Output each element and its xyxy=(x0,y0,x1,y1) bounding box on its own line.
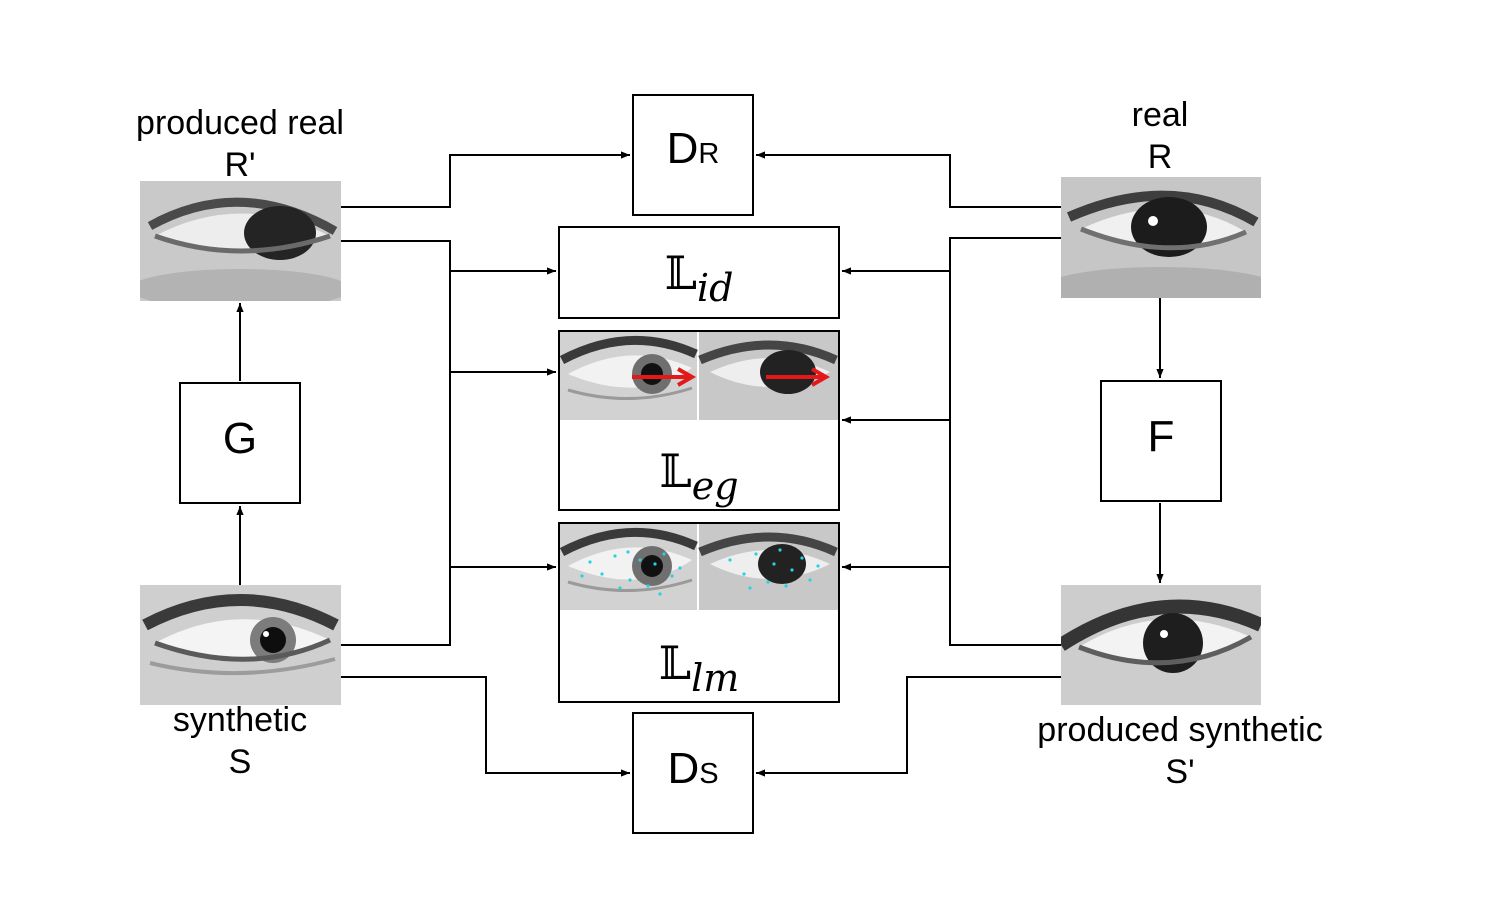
landmark-points xyxy=(580,548,820,596)
gaze-eye-pair-image xyxy=(559,332,838,420)
synthetic-eye-image xyxy=(140,585,341,705)
real-eye-image xyxy=(1061,177,1261,298)
leg-symbol: 𝕃 xyxy=(659,444,692,498)
generator-f-box: F xyxy=(1100,380,1222,502)
label-synthetic: synthetic xyxy=(172,701,308,739)
label-s: S xyxy=(228,743,252,781)
generator-g-box: G xyxy=(179,382,301,504)
llm-subscript: lm xyxy=(691,656,740,700)
dr-main-label: D xyxy=(666,124,699,173)
label-r: R xyxy=(1147,138,1173,176)
landmark-eye-pair-image xyxy=(559,524,838,610)
dr-sub-label: R xyxy=(698,138,720,170)
arrow-rprime-to-dr xyxy=(341,151,630,208)
label-sprime: S' xyxy=(1165,753,1195,791)
gaze-arrows xyxy=(632,367,831,387)
arrow-r-to-losses xyxy=(949,237,1061,646)
arrow-sprime-to-ds xyxy=(756,676,1061,777)
arrow-s-to-ds xyxy=(341,676,630,777)
arrow-rprime-to-losses xyxy=(341,240,451,646)
label-produced-synthetic: produced synthetic xyxy=(1037,711,1323,749)
ds-sub-label: S xyxy=(699,758,719,790)
g-label: G xyxy=(222,414,258,463)
ds-main-label: D xyxy=(667,744,700,793)
lid-symbol: 𝕃 xyxy=(664,246,697,300)
eye-gaze-loss-box: 𝕃eg xyxy=(558,330,840,511)
discriminator-synthetic-box: DS xyxy=(632,712,754,834)
label-produced-real: produced real xyxy=(136,104,344,142)
arrow-r-to-dr xyxy=(756,151,1061,208)
produced-synthetic-eye-image xyxy=(1061,585,1261,705)
label-rprime: R' xyxy=(224,146,256,184)
f-label: F xyxy=(1147,412,1175,461)
leg-subscript: eg xyxy=(691,464,739,508)
identity-loss-box: 𝕃id xyxy=(558,226,840,319)
llm-symbol: 𝕃 xyxy=(658,636,692,690)
label-real: real xyxy=(1131,96,1189,134)
landmark-loss-box: 𝕃lm xyxy=(558,522,840,703)
lid-subscript: id xyxy=(696,266,734,310)
discriminator-real-box: DR xyxy=(632,94,754,216)
produced-real-eye-image xyxy=(140,181,341,301)
